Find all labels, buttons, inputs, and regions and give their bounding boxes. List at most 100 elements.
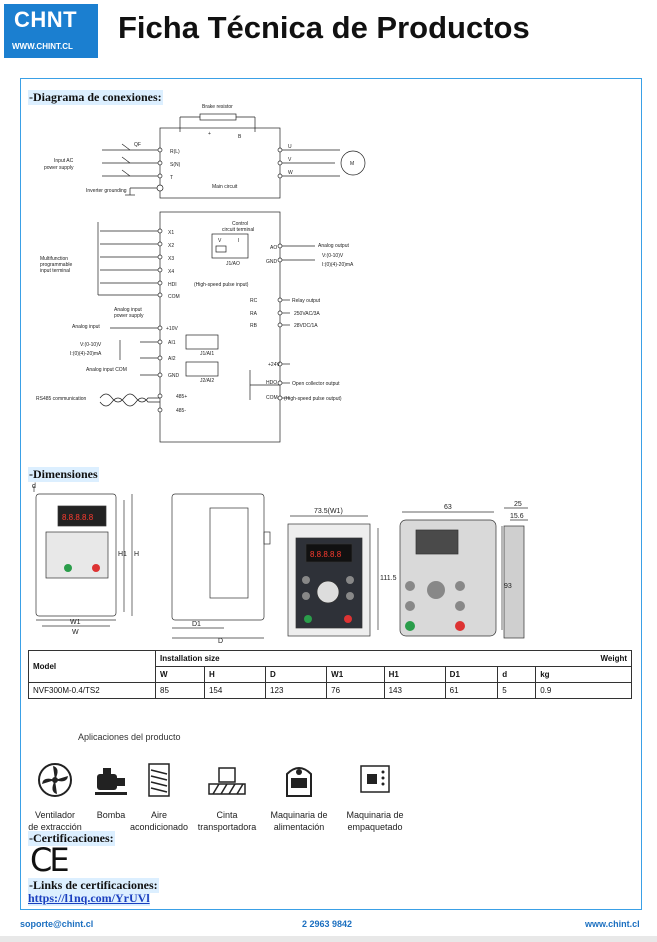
model-header: Model — [28, 650, 156, 683]
col-d: D — [265, 666, 328, 683]
dim-keypad-width-2: 63 — [444, 504, 452, 511]
air-conditioner-icon — [148, 763, 170, 797]
multifunction-label-1: Multifunction — [40, 256, 68, 262]
j2-ai2-label: J2/AI2 — [200, 378, 214, 384]
col-w1: W1 — [326, 666, 385, 683]
section-certifications: -Certificaciones: — [28, 831, 115, 846]
col-h: H — [203, 666, 267, 683]
col-h1: H1 — [383, 666, 446, 683]
footer-phone: 2 2963 9842 — [302, 919, 353, 929]
keypad-display: 8.8.8.8.8 — [310, 550, 342, 559]
row-kg: 0.9 — [535, 682, 632, 699]
row-w: 85 — [155, 682, 205, 699]
spec-table: Model Installation size Weight W H D W1 … — [28, 650, 632, 699]
section-dimensions: -Dimensiones — [28, 467, 99, 482]
row-d-small: 5 — [497, 682, 537, 699]
jumper-v-label: V — [218, 238, 222, 244]
qf-label: QF — [134, 142, 141, 148]
footer-web[interactable]: www.chint.cl — [585, 919, 640, 929]
analog-input-v: V:(0-10)V — [80, 342, 102, 348]
logo-site: WWW.CHINT.CL — [12, 42, 73, 51]
relay-dc-label: 28VDC/1A — [294, 323, 318, 329]
control-terminal-label-1: Control — [232, 221, 248, 227]
installation-size-header: Installation size — [154, 650, 536, 667]
inverter-grounding-label: Inverter grounding — [86, 188, 127, 194]
applications-header: Aplicaciones del producto — [78, 732, 181, 742]
dim-keypad-width-1: 73.5(W1) — [314, 508, 343, 515]
brake-plus-label: + — [208, 131, 211, 137]
terminal-t: T — [170, 175, 173, 181]
feeder-machine-icon — [286, 767, 312, 797]
terminal-485-minus: 485- — [176, 408, 186, 414]
terminal-x1: X1 — [168, 230, 174, 236]
terminal-24v: +24V — [268, 362, 280, 368]
terminal-s: S(N) — [170, 162, 181, 168]
terminal-x3: X3 — [168, 256, 174, 262]
main-circuit-label: Main circuit — [212, 184, 238, 190]
rs485-label: RS485 communication — [36, 396, 87, 402]
dim-h1: H1 — [118, 551, 127, 558]
terminal-hdo: HDO — [266, 380, 277, 386]
certification-link[interactable]: https://l1nq.com/YrUVl — [28, 891, 150, 906]
j1-ai1-label: J1/AI1 — [200, 351, 214, 357]
table-subheader-row: W H D W1 H1 D1 d kg — [29, 666, 632, 683]
terminal-ra: RA — [250, 311, 258, 317]
terminal-com: COM — [168, 294, 180, 300]
terminal-hdi: HDI — [168, 282, 177, 288]
power-supply-label: power supply — [44, 165, 74, 171]
analog-input-com-label: Analog input COM — [86, 367, 127, 373]
terminal-rc: RC — [250, 298, 258, 304]
footer-email[interactable]: soporte@chint.cl — [20, 919, 94, 929]
col-d1: D1 — [444, 666, 499, 683]
dim-depth-a: 25 — [514, 501, 522, 508]
row-model: NVF300M-0.4/TS2 — [28, 682, 156, 699]
app-label-packaging-1: Maquinaria de — [346, 810, 404, 820]
dim-d-small: d — [32, 483, 36, 490]
high-speed-pulse-input-label: (High-speed pulse input) — [194, 282, 249, 288]
wiring-diagram: Brake resistor + B QF Input AC power sup… — [36, 104, 366, 443]
app-item-pump: Bomba — [80, 760, 142, 821]
dim-w: W — [72, 629, 79, 636]
app-label-packaging-2: empaquetado — [347, 822, 403, 832]
dim-d: D — [218, 638, 223, 645]
open-collector-label: Open collector output — [292, 381, 340, 387]
terminal-u: U — [288, 144, 292, 150]
weight-header: Weight — [535, 650, 632, 667]
relay-ac-label: 250VAC/3A — [294, 311, 320, 317]
conveyor-icon — [208, 767, 246, 795]
terminal-rb: RB — [250, 323, 258, 329]
fan-icon — [38, 763, 72, 797]
col-d-small: d — [497, 666, 537, 683]
row-w1: 76 — [326, 682, 385, 699]
app-label-pump-1: Bomba — [96, 810, 126, 820]
section-diagram: -Diagrama de conexiones: — [28, 90, 163, 105]
row-d: 123 — [265, 682, 328, 699]
relay-output-label: Relay output — [292, 298, 321, 304]
terminal-v: V — [288, 157, 292, 163]
input-ac-label: Input AC — [54, 158, 74, 164]
terminal-ai1: AI1 — [168, 340, 176, 346]
terminal-x4: X4 — [168, 269, 174, 275]
dim-h: H — [134, 551, 139, 558]
logo-brand: CHNT — [14, 7, 78, 32]
pump-icon — [95, 768, 127, 795]
brake-resistor-label: Brake resistor — [202, 104, 233, 110]
analog-input-ps-label-1: Analog input — [114, 307, 142, 313]
table-header-row: Model Installation size Weight — [28, 650, 632, 683]
dim-d1: D1 — [192, 621, 201, 628]
terminal-x2: X2 — [168, 243, 174, 249]
front-display: 8.8.8.8.8 — [62, 513, 94, 522]
col-w: W — [155, 666, 205, 683]
motor-label: M — [350, 161, 354, 167]
row-h1: 143 — [383, 682, 446, 699]
app-label-ac-2: acondicionado — [129, 822, 189, 832]
dim-keypad-height-2: 93 — [504, 583, 512, 590]
terminal-gnd-ao: GND — [266, 259, 278, 265]
app-label-conveyor-1: Cinta — [216, 810, 238, 820]
dim-keypad-height-1: 111.5 — [380, 575, 397, 582]
row-d1: 61 — [444, 682, 499, 699]
terminal-485-plus: 485+ — [176, 394, 187, 400]
analog-output-i: I:(0)(4)-20)mA — [322, 262, 354, 268]
